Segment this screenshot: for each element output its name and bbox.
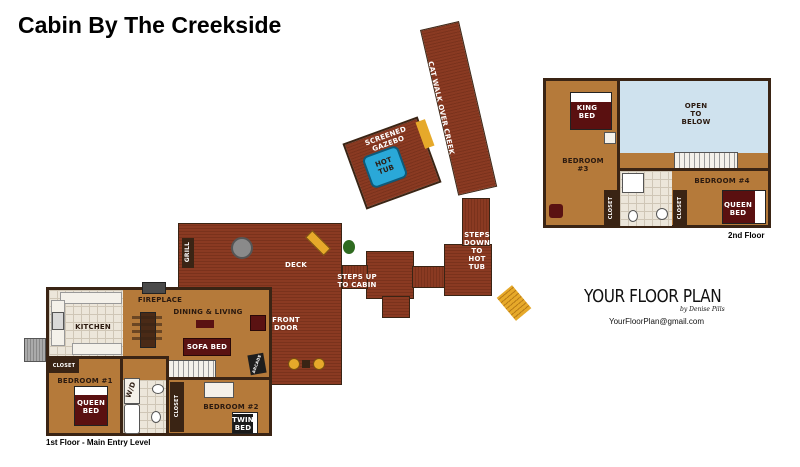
armchair-bed3 [549, 204, 563, 218]
wall-bed1-right [120, 356, 123, 436]
armchair [250, 315, 266, 331]
page-title: Cabin By The Creekside [18, 12, 282, 38]
shower-icon [622, 173, 644, 193]
plant-icon [343, 240, 355, 254]
closet-4-label: CLOSET [677, 196, 683, 220]
twin-bed-blanket [233, 414, 253, 433]
front-door-label: FRONT DOOR [272, 316, 300, 332]
fireplace-icon [142, 282, 166, 294]
brand-logo: YOUR FLOOR PLAN [584, 286, 722, 307]
steps-up-stairs [342, 265, 368, 289]
sofa-bed [183, 338, 231, 356]
brand-email: YourFloorPlan@gmail.com [609, 317, 704, 326]
coffee-table [196, 320, 214, 328]
kitchen-island [72, 343, 122, 355]
bathtub-icon [124, 404, 140, 434]
closet-1-label: CLOSET [52, 363, 76, 369]
open-to-below [620, 81, 768, 153]
closet-1 [49, 359, 79, 373]
fireplace-label: FIREPLACE [137, 296, 183, 304]
grill-label: GRILL [184, 241, 191, 263]
dresser-bed2 [204, 382, 234, 398]
bedroom-1-label: BEDROOM #1 [57, 377, 113, 385]
ac-unit [24, 338, 46, 362]
porch-chair-2 [302, 360, 310, 368]
stove-icon [52, 312, 64, 330]
bedroom-3-label: BEDROOM #3 [562, 157, 604, 173]
steps-down-platform [444, 244, 492, 296]
wall-kitchen-bed1 [46, 356, 166, 359]
kitchen-label: KITCHEN [75, 323, 111, 331]
open-below-label: OPEN TO BELOW [681, 102, 711, 126]
bedroom-2-label: BEDROOM #2 [203, 403, 259, 411]
king-bed-blanket [571, 102, 611, 129]
dining-chairs [132, 314, 162, 344]
queen-bed-1-blanket [75, 395, 107, 425]
steps-down-label: STEPS DOWN TO HOT TUB [463, 231, 491, 271]
bedroom-4-label: BEDROOM #4 [694, 177, 750, 185]
closet-2-label: CLOSET [174, 394, 180, 418]
washer-dryer [124, 378, 140, 404]
king-bed-label: KING BED [576, 104, 598, 120]
deck-label: DECK [285, 261, 307, 269]
wall-bed3-right [617, 81, 620, 227]
sink-icon [152, 384, 164, 394]
brand-byline: by Denise Pills [680, 306, 725, 313]
toilet-2-icon [628, 210, 638, 222]
second-floor-caption: 2nd Floor [728, 231, 765, 240]
wall-bath2-top [617, 168, 671, 171]
closet-4 [673, 190, 687, 226]
first-floor-caption: 1st Floor - Main Entry Level [46, 438, 151, 447]
toilet-icon [151, 411, 161, 423]
queen-bed-1-label: QUEEN BED [76, 399, 106, 415]
closet-3 [604, 190, 618, 226]
outdoor-lounger [496, 285, 532, 321]
closet-2 [170, 382, 184, 432]
queen-bed-4-blanket [723, 191, 755, 223]
wall-bath-right [166, 356, 169, 436]
wall-bed4-top [670, 168, 770, 171]
closet-3-label: CLOSET [608, 196, 614, 220]
steps-up-landing [366, 251, 414, 299]
queen-bed-4-label: QUEEN BED [723, 201, 753, 217]
connector-steps [412, 266, 448, 288]
porch-chair-3 [313, 358, 325, 370]
sofa-bed-label: SOFA BED [186, 343, 228, 351]
twin-bed-label: TWIN BED [232, 416, 254, 432]
deck-table [231, 237, 253, 259]
dining-living-label: DINING & LIVING [173, 308, 243, 316]
sink-2-icon [656, 208, 668, 220]
kitchen-counter-top [60, 292, 122, 304]
porch-chair-1 [288, 358, 300, 370]
steps-down-stairs [462, 198, 490, 246]
nightstand [604, 132, 616, 144]
steps-up-label: STEPS UP TO CABIN [337, 273, 377, 289]
wall-bed2-top [166, 377, 272, 380]
steps-lower-flight [382, 296, 410, 318]
stairs-first [168, 360, 216, 378]
grill [182, 238, 194, 268]
